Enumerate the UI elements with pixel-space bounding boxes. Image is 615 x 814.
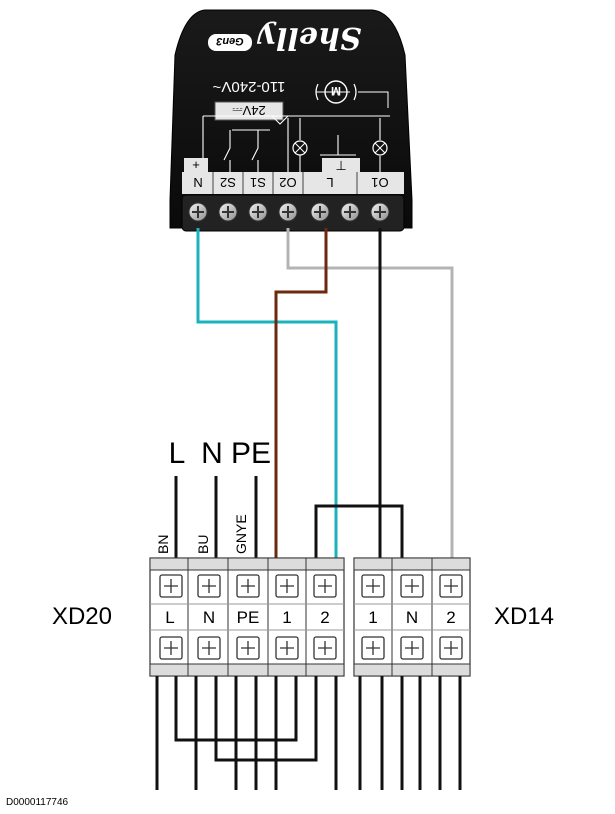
xd20-terminal-l: L (165, 608, 174, 627)
xd20-label: XD20 (52, 603, 112, 630)
plus-label: + (192, 157, 200, 172)
wire-brown-l (274, 228, 328, 562)
xd14-terminal-1: 1 (368, 608, 377, 627)
screw-s2 (218, 202, 238, 222)
supply-label-n: N (201, 437, 223, 470)
dc-voltage-label: 24V⎓ (232, 103, 266, 118)
xd20-terminal-n: N (203, 608, 215, 627)
terminal-label-o2: O2 (279, 175, 296, 190)
wire-color-labels: BN BU GNYE (155, 514, 249, 554)
supply-label-l: L (169, 437, 186, 470)
screw-o2 (278, 202, 298, 222)
brand-logo: Shelly (256, 20, 361, 55)
wire-grey-o2 (286, 228, 454, 562)
terminal-label-s2: S2 (220, 175, 236, 190)
ac-voltage-label: 110-240V~ (212, 78, 285, 95)
module-screws (188, 202, 390, 222)
terminal-block-xd20: L N PE 1 2 (149, 557, 345, 677)
xd14-label: XD14 (494, 603, 554, 630)
label-bn: BN (155, 535, 171, 554)
terminal-label-s1: S1 (250, 175, 266, 190)
terminal-label-l: L (326, 175, 333, 190)
ground-label: ⊥ (335, 158, 346, 173)
label-gnye: GNYE (233, 514, 249, 554)
xd14-terminal-n: N (406, 608, 418, 627)
gen-badge (208, 34, 252, 51)
internal-circuit (202, 115, 390, 172)
gen-label: Gen3 (216, 35, 244, 47)
xd14-terminal-2: 2 (446, 608, 455, 627)
terminal-label-strip (182, 172, 404, 194)
screw-l (310, 202, 330, 222)
screw-o1 (370, 202, 390, 222)
document-id: D0000117746 (6, 797, 69, 808)
terminal-label-o1: O1 (371, 175, 388, 190)
xd14-top-screws (361, 574, 463, 598)
xd20-terminal-labels: L N PE 1 2 (165, 608, 329, 627)
motor-symbol-letter: M (331, 84, 341, 98)
screw-s1 (248, 202, 268, 222)
xd20-terminal-1: 1 (282, 608, 291, 627)
terminal-labels: N S2 S1 O2 L O1 (193, 175, 388, 190)
terminal-block-xd14: 1 N 2 (353, 557, 471, 677)
xd14-terminal-labels: 1 N 2 (368, 608, 455, 627)
label-bu: BU (195, 535, 211, 554)
plus-label-plate (184, 158, 208, 172)
supply-labels: L N PE (169, 437, 271, 470)
xd14-bottom-screws (361, 636, 463, 660)
screw-n (188, 202, 208, 222)
ground-label-plate (322, 158, 360, 172)
screw-extra (340, 202, 360, 222)
xd20-bottom-screws (159, 636, 337, 660)
supply-label-pe: PE (231, 437, 271, 470)
shelly-module: Shelly Gen3 24V⎓ 110-240V~ M (169, 9, 413, 232)
wire-blue-n (196, 228, 338, 562)
wire-bridge (314, 504, 404, 562)
terminal-label-n: N (193, 175, 202, 190)
xd20-top-screws (159, 574, 337, 598)
outgoing-wires (155, 676, 462, 790)
wires (174, 228, 454, 562)
xd20-terminal-pe: PE (237, 608, 260, 627)
xd20-terminal-2: 2 (320, 608, 329, 627)
